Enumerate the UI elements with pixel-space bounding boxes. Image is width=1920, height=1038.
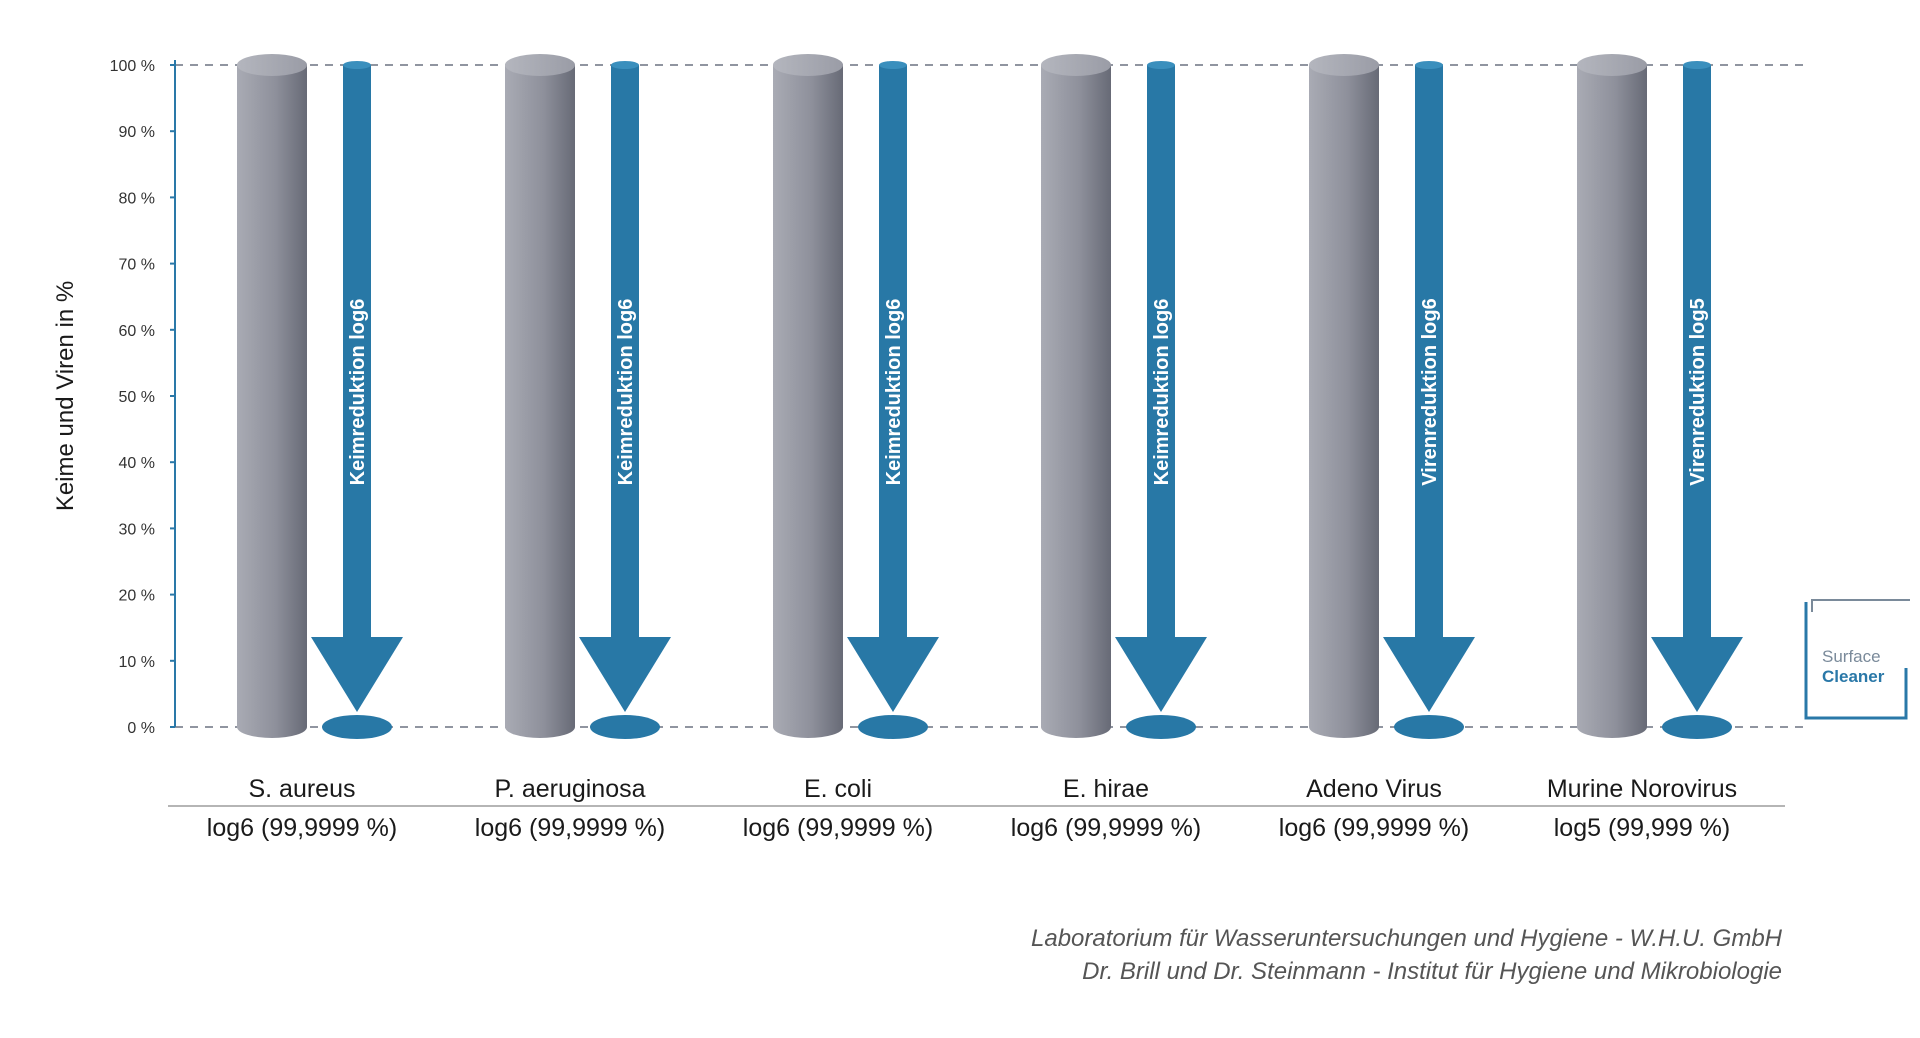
arrow-shaft — [611, 65, 639, 637]
cylinder-body — [505, 65, 575, 738]
arrow-base-ellipse — [1394, 715, 1464, 739]
grid-lines — [175, 64, 1805, 728]
arrow-shaft-top — [611, 61, 639, 69]
arrow-base-ellipse — [590, 715, 660, 739]
arrow-base-ellipse — [858, 715, 928, 739]
category-label: Adeno Virus — [1306, 775, 1442, 803]
category-labels: S. aureus log6 (99,9999 %) P. aeruginosa lo… — [168, 775, 1785, 842]
reduction-arrow: Keimreduktion log6 — [311, 61, 403, 739]
reduction-arrow: Keimreduktion log6 — [1115, 61, 1207, 739]
cylinder-bar — [1041, 54, 1111, 738]
y-tick-label: 60 % — [119, 323, 155, 340]
arrow-base-ellipse — [322, 715, 392, 739]
arrow-shaft-top — [1415, 61, 1443, 69]
cylinder-bar — [237, 54, 307, 738]
logo-text-cleaner: Cleaner — [1822, 667, 1885, 686]
reduction-arrow: Keimreduktion log6 — [579, 61, 671, 739]
reduction-arrow: Keimreduktion log6 — [847, 61, 939, 739]
cylinder-body — [773, 65, 843, 738]
arrow-head — [1115, 637, 1207, 712]
result-label: log6 (99,9999 %) — [1011, 814, 1201, 842]
result-label: log6 (99,9999 %) — [207, 814, 397, 842]
arrow-head — [847, 637, 939, 712]
arrow-shaft-top — [1683, 61, 1711, 69]
arrow-shaft — [879, 65, 907, 637]
category-label: P. aeruginosa — [494, 775, 645, 803]
category-label: Murine Norovirus — [1547, 775, 1737, 803]
arrow-label: Virenreduktion log5 — [1687, 298, 1709, 485]
result-label: log6 (99,9999 %) — [475, 814, 665, 842]
y-tick-label: 40 % — [119, 455, 155, 472]
arrow-label: Virenreduktion log6 — [1419, 298, 1441, 485]
y-tick-label: 0 % — [127, 720, 155, 737]
result-label: log5 (99,999 %) — [1554, 814, 1731, 842]
y-tick-label: 70 % — [119, 257, 155, 274]
arrow-shaft-top — [1147, 61, 1175, 69]
y-tick-label: 90 % — [119, 124, 155, 141]
arrow-label: Keimreduktion log6 — [615, 299, 637, 486]
cylinder-top — [237, 54, 307, 76]
cylinder-bar — [1309, 54, 1379, 738]
y-tick-label: 30 % — [119, 521, 155, 538]
plot-area: Keimreduktion log6 Keimreduktion log6 Keim… — [237, 54, 1743, 739]
arrow-base-ellipse — [1662, 715, 1732, 739]
arrow-shaft — [1683, 65, 1711, 637]
cylinder-body — [1041, 65, 1111, 738]
reduction-arrow: Virenreduktion log6 — [1383, 61, 1475, 739]
y-tick-label: 50 % — [119, 389, 155, 406]
y-tick-label: 80 % — [119, 190, 155, 207]
arrow-shaft-top — [343, 61, 371, 69]
result-label: log6 (99,9999 %) — [743, 814, 933, 842]
arrow-label: Keimreduktion log6 — [347, 299, 369, 486]
reduction-arrow: Virenreduktion log5 — [1651, 61, 1743, 739]
arrow-head — [1651, 637, 1743, 712]
cylinder-body — [1577, 65, 1647, 738]
arrow-label: Keimreduktion log6 — [1151, 299, 1173, 486]
surface-cleaner-logo: Surface Cleaner — [1804, 599, 1910, 720]
cylinder-top — [1309, 54, 1379, 76]
y-axis: 0 % 10 % 20 % 30 % 40 % 50 % 60 % 70 % 80 % 90 % 1… — [110, 58, 176, 737]
arrow-label: Keimreduktion log6 — [883, 299, 905, 486]
arrow-head — [311, 637, 403, 712]
category-label: S. aureus — [248, 775, 355, 803]
arrow-shaft — [1415, 65, 1443, 637]
logo-frame — [1804, 602, 1908, 720]
logo-text-surface: Surface — [1822, 647, 1881, 666]
cylinder-top — [773, 54, 843, 76]
y-tick-label: 10 % — [119, 654, 155, 671]
category-label: E. coli — [804, 775, 872, 803]
arrow-base-ellipse — [1126, 715, 1196, 739]
y-axis-title: Keime und Viren in % — [52, 281, 79, 511]
arrow-shaft-top — [879, 61, 907, 69]
cylinder-bar — [505, 54, 575, 738]
cylinder-body — [1309, 65, 1379, 738]
result-label: log6 (99,9999 %) — [1279, 814, 1469, 842]
logo-frame-inner — [1811, 599, 1910, 612]
arrow-head — [1383, 637, 1475, 712]
category-label: E. hirae — [1063, 775, 1149, 803]
arrow-shaft — [1147, 65, 1175, 637]
arrow-shaft — [343, 65, 371, 637]
source-line-2: Dr. Brill und Dr. Steinmann - Institut f… — [1082, 958, 1782, 985]
arrow-head — [579, 637, 671, 712]
cylinder-top — [1577, 54, 1647, 76]
cylinder-top — [1041, 54, 1111, 76]
y-tick-label: 20 % — [119, 588, 155, 605]
cylinder-bar — [773, 54, 843, 738]
cylinder-top — [505, 54, 575, 76]
y-tick-label: 100 % — [110, 58, 155, 75]
cylinder-bar — [1577, 54, 1647, 738]
cylinder-body — [237, 65, 307, 738]
source-line-1: Laboratorium für Wasseruntersuchungen un… — [1031, 925, 1783, 952]
